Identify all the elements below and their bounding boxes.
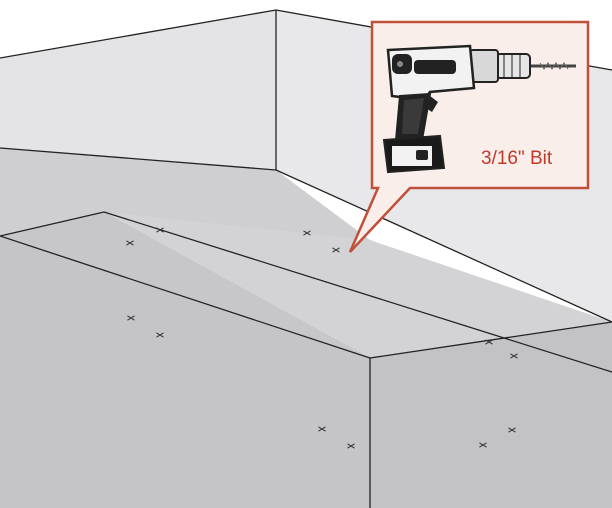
drill-mark — [303, 230, 311, 236]
drill-marks — [126, 227, 518, 449]
drill-mark — [510, 353, 518, 359]
drill-mark — [485, 339, 493, 345]
drill-mark — [156, 227, 164, 233]
back-left-wall — [0, 10, 276, 170]
drill-mark — [347, 443, 355, 449]
drill-mark — [318, 426, 326, 432]
callout: 3/16" Bit — [348, 20, 590, 253]
cordless-drill-icon — [382, 44, 576, 174]
box-right-top-edge — [369, 321, 612, 359]
ceiling-edge-left — [0, 9, 277, 59]
top-left-edge — [103, 211, 612, 373]
right-face — [370, 322, 612, 508]
drill-mark — [479, 442, 487, 448]
drill-mark — [508, 427, 516, 433]
back-floor-edge-right — [275, 169, 612, 323]
drill-mark — [126, 240, 134, 246]
back-floor-edge-left — [0, 147, 277, 171]
front-face-lower — [0, 236, 370, 508]
front-top-edge — [0, 235, 371, 359]
drill-mark — [332, 247, 340, 253]
drill-mark — [156, 332, 164, 338]
callout-label: 3/16" Bit — [481, 148, 553, 169]
top-back-edge — [0, 211, 105, 237]
drill-mark — [127, 315, 135, 321]
